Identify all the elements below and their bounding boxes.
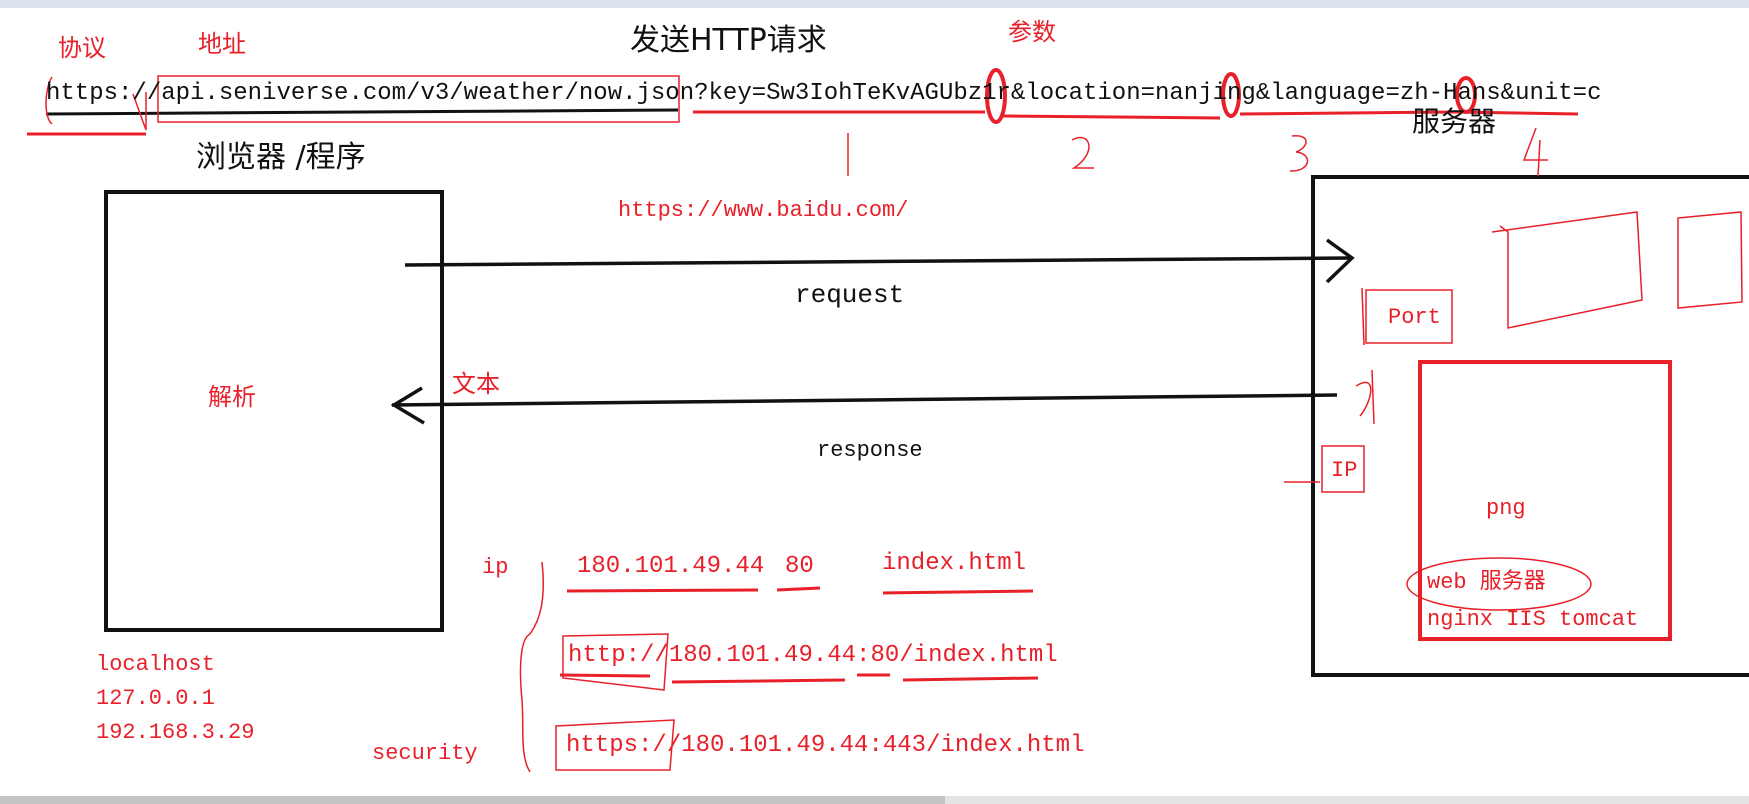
https-url: https://180.101.49.44:443/index.html (566, 734, 1084, 758)
port-box (1365, 289, 1453, 344)
ip-underline (566, 588, 759, 593)
http-scheme: http:// (568, 642, 669, 669)
request-arrow (404, 256, 1351, 267)
server-label: 服务器 (1412, 105, 1497, 138)
separator-circle-3 (1455, 76, 1477, 114)
server-sketch-large (1491, 211, 1643, 329)
request-arrowhead (1325, 238, 1355, 284)
param-number-2-stroke (1071, 136, 1094, 169)
http-path-underline (902, 676, 1039, 682)
url-amp-2: & (1255, 80, 1271, 107)
port-label: Port (1388, 305, 1441, 330)
http-host: 180.101.49.44: (668, 642, 871, 669)
address-file: index.html (882, 550, 1027, 577)
address-ip: 180.101.49.44 (577, 553, 765, 580)
https-scheme: https:// (566, 732, 682, 759)
server-scribble (1355, 369, 1375, 425)
page-title: 发送HTTP请求 (630, 23, 827, 58)
local-address-loopback: 127.0.0.1 (96, 686, 215, 711)
parse-label: 解析 (208, 383, 256, 411)
url-param-location: location=nanjing (1025, 80, 1256, 107)
param-underline-4 (1454, 110, 1579, 116)
separator-circle-2 (1221, 72, 1241, 118)
file-underline (882, 589, 1034, 595)
local-address-lan: 192.168.3.29 (96, 720, 255, 745)
server-software-label: nginx IIS tomcat (1427, 607, 1639, 632)
url-underline-black (45, 108, 679, 116)
example-url: https://www.baidu.com/ (618, 198, 909, 223)
server-sketch-small (1677, 211, 1743, 309)
server-box (1311, 175, 1749, 677)
address-brace (519, 561, 545, 773)
url-amp-1: & (1010, 80, 1026, 107)
response-arrow (391, 393, 1338, 407)
request-label: request (795, 280, 905, 310)
web-server-circle (1406, 557, 1592, 611)
url-param-key: ?key=Sw3IohTeKvAGUbz1r (694, 80, 1011, 107)
protocol-bracket (45, 76, 147, 131)
port-tick (1361, 287, 1365, 346)
param-underline-3 (1239, 110, 1456, 116)
url-path: api.seniverse.com/v3/weather/now.json (161, 80, 695, 107)
local-address-localhost: localhost (96, 652, 215, 677)
url-scheme: https:// (46, 80, 162, 107)
browser-box (104, 190, 444, 632)
window-top-rule (0, 0, 1749, 8)
address-bracket (157, 75, 680, 123)
ip-box-label: IP (1331, 458, 1358, 483)
param-number-3-stroke (1289, 135, 1309, 172)
url-amp-3: & (1500, 80, 1516, 107)
address-label: 地址 (198, 30, 246, 58)
http-scheme-underline (559, 673, 651, 678)
url-param-language: language=zh-Hans (1270, 80, 1501, 107)
http-url: http://180.101.49.44:80/index.html (568, 644, 1058, 668)
text-label: 文本 (452, 370, 500, 398)
http-host-underline (671, 678, 846, 684)
ip-bracket-label: ip (482, 555, 509, 580)
param-underline-2 (1002, 114, 1221, 120)
weather-url: https://api.seniverse.com/v3/weather/now… (46, 82, 1601, 106)
http-scheme-box (562, 633, 669, 691)
response-arrowhead (390, 386, 425, 425)
address-port: 80 (785, 553, 814, 580)
params-label: 参数 (1008, 18, 1056, 46)
browser-label: 浏览器 /程序 (196, 140, 366, 175)
https-scheme-box (555, 719, 675, 771)
png-label: png (1486, 496, 1526, 521)
web-server-box (1418, 360, 1672, 641)
param-number-4-stroke (1522, 127, 1548, 177)
protocol-label: 协议 (58, 34, 106, 62)
https-rest: 180.101.49.44:443/index.html (681, 732, 1085, 759)
separator-circle-1 (985, 68, 1007, 124)
http-port: 80 (870, 642, 900, 669)
port-underline (776, 586, 821, 592)
web-server-label: web 服务器 (1427, 570, 1546, 595)
ip-box (1321, 445, 1365, 493)
response-label: response (817, 438, 923, 463)
http-path: /index.html (899, 642, 1058, 669)
url-param-unit: unit=c (1515, 80, 1602, 107)
security-label: security (372, 741, 478, 766)
horizontal-scrollbar-thumb[interactable] (0, 796, 945, 804)
